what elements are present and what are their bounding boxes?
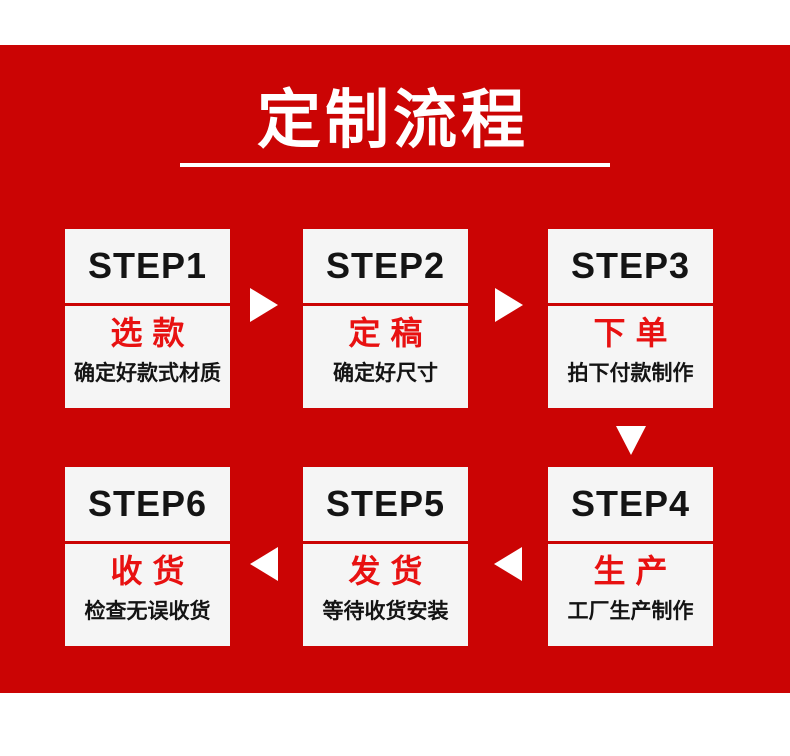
step-desc: 工厂生产制作: [567, 600, 694, 623]
step-card-5: STEP5 发货 等待收货安装: [303, 467, 468, 646]
step-card-4: STEP4 生产 工厂生产制作: [548, 467, 713, 646]
page-title: 定制流程: [257, 84, 529, 156]
title-underline: [180, 163, 610, 167]
step-label: STEP5: [325, 483, 446, 524]
step-label: STEP4: [570, 483, 691, 524]
step-desc: 检查无误收货: [84, 600, 211, 623]
card-divider: [65, 303, 230, 306]
card-divider: [65, 541, 230, 544]
step-desc: 确定好尺寸: [333, 362, 438, 385]
step-body: 下单 拍下付款制作: [548, 306, 713, 408]
step-name: 定稿: [348, 315, 433, 351]
step-body: 定稿 确定好尺寸: [303, 306, 468, 408]
card-divider: [548, 541, 713, 544]
right-arrow-icon: [250, 288, 278, 322]
step-card-1: STEP1 选款 确定好款式材质: [65, 229, 230, 408]
step-desc: 拍下付款制作: [567, 362, 694, 385]
step-label: STEP1: [87, 245, 208, 286]
card-divider: [303, 541, 468, 544]
down-arrow-icon: [616, 426, 646, 455]
step-desc: 确定好款式材质: [74, 362, 221, 385]
step-card-2: STEP2 定稿 确定好尺寸: [303, 229, 468, 408]
step-body: 生产 工厂生产制作: [548, 544, 713, 646]
step-label: STEP2: [325, 245, 446, 286]
step-body: 发货 等待收货安装: [303, 544, 468, 646]
step-body: 选款 确定好款式材质: [65, 306, 230, 408]
step-name: 生产: [593, 553, 678, 589]
step-body: 收货 检查无误收货: [65, 544, 230, 646]
step-name: 下单: [593, 315, 678, 351]
right-arrow-icon: [495, 288, 523, 322]
step-label: STEP6: [87, 483, 208, 524]
step-desc: 等待收货安装: [322, 600, 449, 623]
card-divider: [548, 303, 713, 306]
step-name: 收货: [110, 553, 195, 589]
step-name: 选款: [110, 315, 195, 351]
left-arrow-icon: [494, 547, 522, 581]
step-label: STEP3: [570, 245, 691, 286]
left-arrow-icon: [250, 547, 278, 581]
step-card-6: STEP6 收货 检查无误收货: [65, 467, 230, 646]
card-divider: [303, 303, 468, 306]
step-card-3: STEP3 下单 拍下付款制作: [548, 229, 713, 408]
step-name: 发货: [348, 553, 433, 589]
